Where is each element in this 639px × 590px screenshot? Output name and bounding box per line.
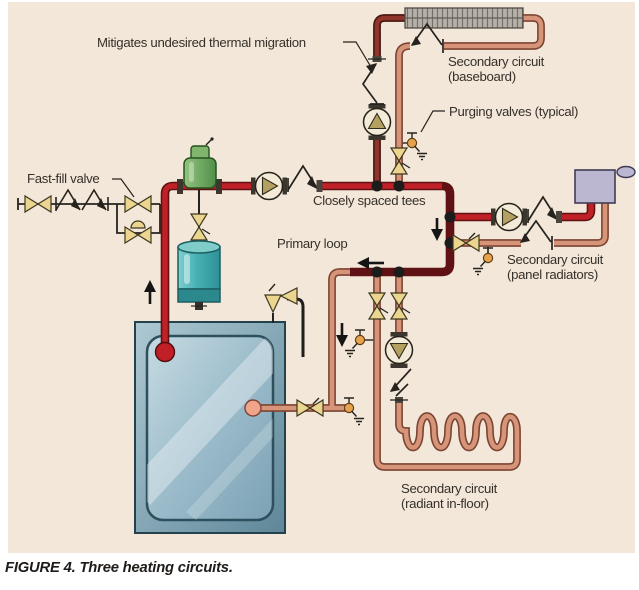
fast-fill-check-valves xyxy=(55,188,109,211)
label-secondary-baseboard-line1: Secondary circuit xyxy=(448,54,545,69)
label-secondary-radiant-line1: Secondary circuit xyxy=(401,481,498,496)
label-secondary-panel-line2: (panel radiators) xyxy=(507,267,598,282)
label-secondary-baseboard-line2: (baseboard) xyxy=(448,69,516,84)
return-piping xyxy=(253,14,609,471)
valve-levers xyxy=(201,162,476,405)
pressure-reducing-valve-dome xyxy=(130,220,146,229)
label-secondary-panel-line1: Secondary circuit xyxy=(507,252,604,267)
pipe-fittings xyxy=(316,56,562,403)
boiler-supply-tapping xyxy=(154,341,176,363)
figure-caption: FIGURE 4. Three heating circuits. xyxy=(5,560,233,576)
label-mitigates-thermal-migration: Mitigates undesired thermal migration xyxy=(97,35,306,50)
label-secondary-panel: Secondary circuit (panel radiators) xyxy=(507,252,603,282)
baseboard-radiator xyxy=(404,7,524,29)
air-separator xyxy=(177,137,222,194)
expansion-tank xyxy=(177,240,221,310)
label-secondary-radiant: Secondary circuit (radiant in-floor) xyxy=(401,481,497,511)
flow-arrows xyxy=(144,218,443,347)
label-secondary-radiant-line2: (radiant in-floor) xyxy=(401,496,489,511)
baseboard-supply-piping xyxy=(373,14,410,184)
diagram-background xyxy=(8,2,635,553)
check-valves xyxy=(287,22,558,397)
label-purging-valves: Purging valves (typical) xyxy=(449,104,579,119)
label-secondary-baseboard: Secondary circuit (baseboard) xyxy=(448,54,544,84)
check-valve-arrows xyxy=(307,36,557,392)
label-fast-fill-valve: Fast-fill valve xyxy=(27,171,100,186)
boiler-return-tapping xyxy=(244,399,262,417)
panel-radiator xyxy=(574,165,636,204)
label-primary-loop: Primary loop xyxy=(277,236,348,251)
label-closely-spaced-tees: Closely spaced tees xyxy=(313,193,426,208)
relief-valve xyxy=(264,283,298,323)
label-pointer-lines xyxy=(112,41,445,198)
